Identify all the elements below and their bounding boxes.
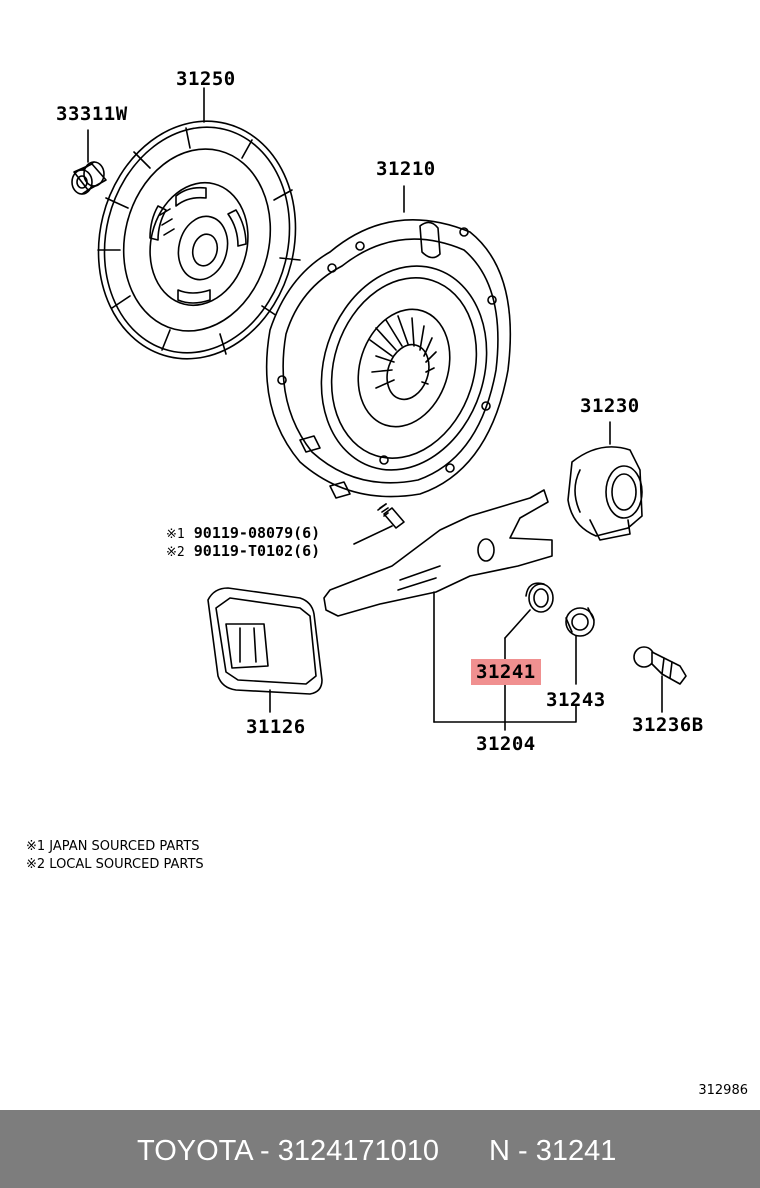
legend-local-sourced: ※2 LOCAL SOURCED PARTS [26, 857, 204, 872]
callout-31243: 31243 [546, 689, 606, 711]
callout-31204: 31204 [476, 733, 536, 755]
clutch-cover-drawing [265, 185, 512, 499]
footer-reference: N - 31241 [489, 1135, 617, 1167]
fork-boot-drawing [207, 587, 323, 713]
fork-group-bracket [433, 705, 577, 723]
bolt-note-1-code: 90119-08079(6) [193, 524, 321, 542]
bolt-note-1: ※1 90119-08079(6) [166, 524, 320, 544]
bolt-note-1-mark: ※1 [166, 527, 185, 542]
fork-clip-drawing [504, 582, 554, 731]
release-bearing-drawing [567, 421, 643, 541]
clutch-disc-drawing [97, 87, 301, 360]
exploded-parts-diagram: 33311W 31250 31210 31230 31241 31243 311… [26, 68, 748, 1098]
footer-part-number: TOYOTA - 3124171010 [137, 1135, 440, 1167]
callout-31230: 31230 [580, 395, 640, 417]
cover-bolt-drawing [353, 503, 405, 545]
callout-31126: 31126 [246, 716, 306, 738]
pilot-bearing-drawing [71, 129, 107, 195]
bolt-note-2-mark: ※2 [166, 545, 185, 560]
figure-number: 312986 [698, 1083, 748, 1098]
part-footer-bar: TOYOTA - 3124171010 N - 31241 [0, 1110, 760, 1188]
callout-33311w: 33311W [56, 103, 128, 125]
callout-31236b: 31236B [632, 714, 704, 736]
release-fork-drawing [323, 489, 553, 723]
diagram-drawing [71, 87, 687, 731]
bolt-note-2-code: 90119-T0102(6) [193, 542, 321, 560]
legend-japan-sourced: ※1 JAPAN SOURCED PARTS [26, 839, 200, 854]
bolt-note-2: ※2 90119-T0102(6) [166, 542, 320, 562]
hub-clip-drawing [565, 607, 595, 685]
callout-31210: 31210 [376, 158, 436, 180]
callout-31250: 31250 [176, 68, 236, 90]
ball-stud-drawing [633, 646, 687, 713]
callout-31241-highlighted: 31241 [471, 659, 541, 685]
